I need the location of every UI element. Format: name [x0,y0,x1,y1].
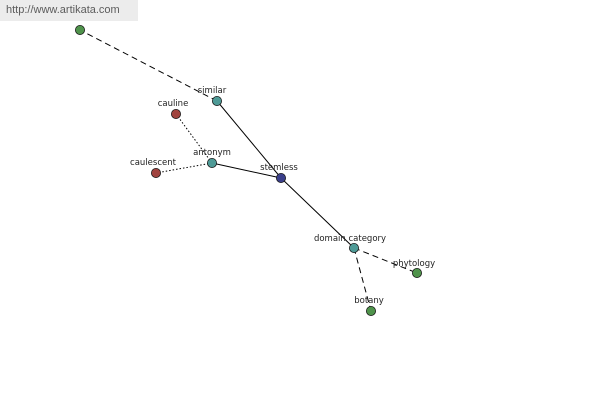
edge-stemless-antonym [211,162,282,179]
node-cauline[interactable]: cauline [158,99,189,120]
node-phytology[interactable]: phytology [393,259,435,278]
node-botany[interactable]: botany [354,296,384,316]
node-circle[interactable] [348,242,359,253]
node-stemless[interactable]: stemless [260,163,298,183]
node-circle[interactable] [170,109,181,120]
edge-stemless-domain_category [280,177,355,249]
node-caulescent[interactable]: caulescent [130,158,177,178]
edge-antonym-caulescent [155,162,213,174]
node-label: domain category [314,234,386,244]
node-label: stemless [260,163,298,173]
node-circle[interactable] [211,96,222,107]
node-circle[interactable] [411,267,422,278]
edge-domain_category-phytology [353,247,418,274]
edge-domain_category-botany [353,247,372,312]
watermark-url[interactable]: http://www.artikata.com [0,0,138,21]
edge-stemless-similar [216,100,282,179]
node-label: caulescent [130,158,177,168]
node-label: cauline [158,99,189,109]
node-circle[interactable] [150,167,161,178]
node-circle[interactable] [75,24,86,35]
edge-similar-stalked [79,29,218,102]
nodes-layer: stemlesssimilarstalkedantonymcaulinecaul… [65,14,435,316]
node-domain-category[interactable]: domain category [314,234,386,253]
node-label: botany [354,296,384,306]
node-similar[interactable]: similar [198,86,227,107]
edges-layer [79,29,418,312]
node-label: phytology [393,259,435,269]
node-circle[interactable] [275,172,286,183]
node-antonym[interactable]: antonym [193,148,231,168]
node-label: similar [198,86,227,96]
node-label: antonym [193,148,231,158]
node-circle[interactable] [206,157,217,168]
node-circle[interactable] [365,305,376,316]
